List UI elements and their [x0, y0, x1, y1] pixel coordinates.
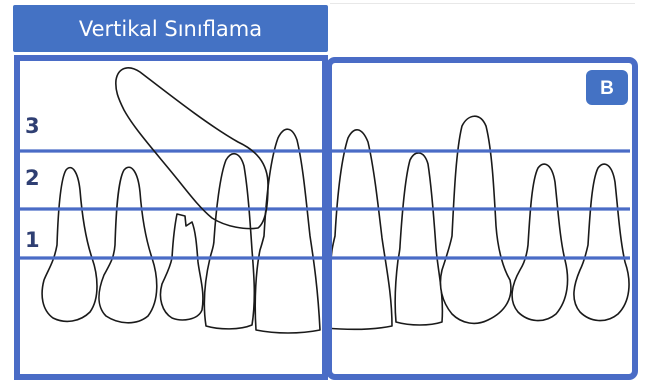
- tooth-1: [42, 168, 97, 322]
- level-label-2: 2: [25, 166, 40, 190]
- tooth-5: [255, 129, 320, 333]
- teeth-group: [42, 116, 629, 333]
- panel-badge-label: B: [600, 78, 614, 99]
- tooth-9: [512, 164, 567, 321]
- tooth-7: [395, 153, 442, 325]
- tooth-8: [440, 116, 510, 323]
- tooth-4: [204, 154, 254, 329]
- tooth-2: [99, 167, 157, 323]
- tooth-6: [326, 130, 392, 330]
- tooth-3: [160, 214, 202, 320]
- level-label-1: 1: [25, 228, 40, 252]
- tooth-10: [574, 164, 629, 321]
- level-label-3: 3: [25, 114, 40, 138]
